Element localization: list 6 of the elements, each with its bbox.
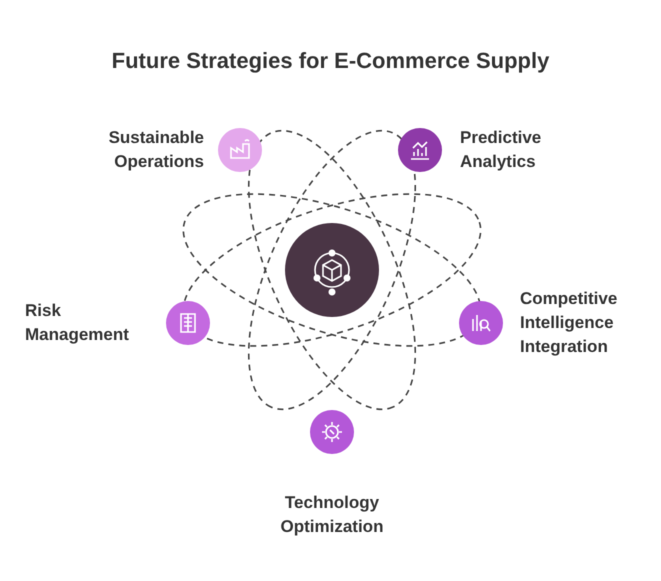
strategy-label: Competitive Intelligence Integration — [520, 288, 618, 358]
diagram-title: Future Strategies for E-Commerce Supply — [110, 48, 550, 74]
strategy-label: Predictive Analytics — [460, 127, 542, 173]
strategy-label: Technology Optimization — [280, 492, 384, 538]
strategy-label: Sustainable Operations — [108, 127, 204, 173]
strategy-label: Risk Management — [25, 300, 130, 346]
